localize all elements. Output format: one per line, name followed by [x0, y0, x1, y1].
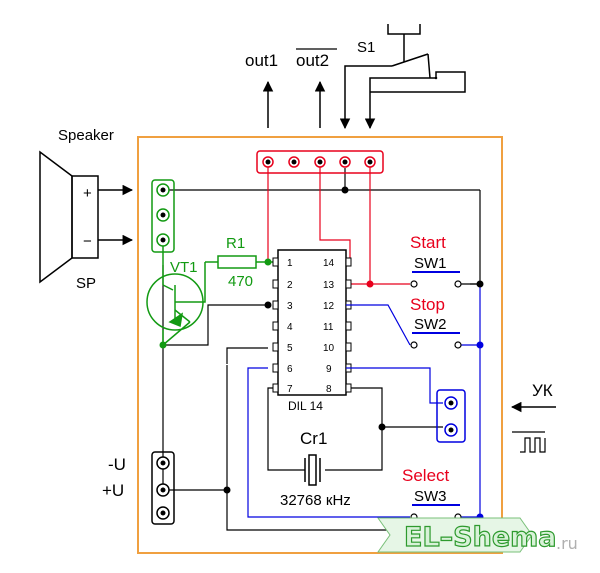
black-wires: [162, 168, 481, 531]
sp-label: SP: [76, 275, 96, 292]
ic-dil14: 1 2 3 4 5 6 7 14 13 12 11 10 9 8: [272, 249, 352, 396]
ic-pin-3: 3: [287, 301, 293, 312]
ic-pin-11: 11: [323, 322, 334, 333]
ic-pin-1: 1: [287, 258, 293, 269]
junctions: [159, 186, 484, 521]
uk-connector: [436, 389, 466, 443]
sw2-label: SW2: [414, 316, 447, 333]
board-outline: [137, 136, 503, 554]
speaker-minus: −: [83, 233, 92, 250]
ic-pin-7: 7: [287, 384, 293, 395]
output-arrows: [262, 80, 376, 130]
ic-pin-13: 13: [323, 280, 335, 291]
power-connector: [151, 451, 175, 525]
crystal-cr1: [304, 454, 321, 486]
ic-pin-8: 8: [326, 384, 332, 395]
switch-sw1: [410, 271, 480, 288]
watermark-text: EL–Shema: [404, 522, 556, 553]
cr1-label: Cr1: [300, 429, 327, 448]
watermark-suffix: .ru: [556, 534, 578, 553]
ic-pin-2: 2: [287, 280, 293, 291]
speaker-icon: [39, 150, 99, 284]
r1-label: R1: [226, 235, 245, 252]
out2-label: out2: [296, 51, 329, 70]
ic-pin-6: 6: [287, 364, 293, 375]
speaker-label: Speaker: [58, 127, 114, 144]
sw1-label: SW1: [414, 255, 447, 272]
plus-u-label: +U: [102, 481, 124, 500]
ic-pin-10: 10: [323, 343, 335, 354]
stop-label: Stop: [410, 295, 445, 314]
start-label: Start: [410, 233, 446, 252]
red-wires: [267, 162, 410, 285]
switch-sw2: [410, 332, 462, 349]
ic-name-label: DIL 14: [288, 399, 323, 413]
ic-pin-9: 9: [326, 364, 332, 375]
select-label: Select: [402, 466, 450, 485]
vt1-label: VT1: [170, 259, 198, 276]
uk-label: УК: [532, 381, 553, 400]
sw3-label: SW3: [414, 488, 447, 505]
ic-pin-4: 4: [287, 322, 293, 333]
speaker-connector: [151, 179, 175, 253]
speaker-plus: +: [83, 185, 92, 202]
ic-pin-14: 14: [323, 258, 335, 269]
r1-value: 470: [228, 273, 253, 290]
watermark: EL–Shema .ru: [377, 517, 578, 554]
pulse-train-icon: [512, 431, 546, 453]
output-connector: [256, 150, 384, 174]
ic-pin-12: 12: [323, 301, 335, 312]
cr1-value: 32768 кHz: [280, 492, 351, 509]
out1-label: out1: [245, 51, 278, 70]
ic-pin-5: 5: [287, 343, 293, 354]
s1-label: S1: [357, 39, 375, 56]
minus-u-label: -U: [108, 455, 126, 474]
s1-switch: [344, 24, 466, 93]
